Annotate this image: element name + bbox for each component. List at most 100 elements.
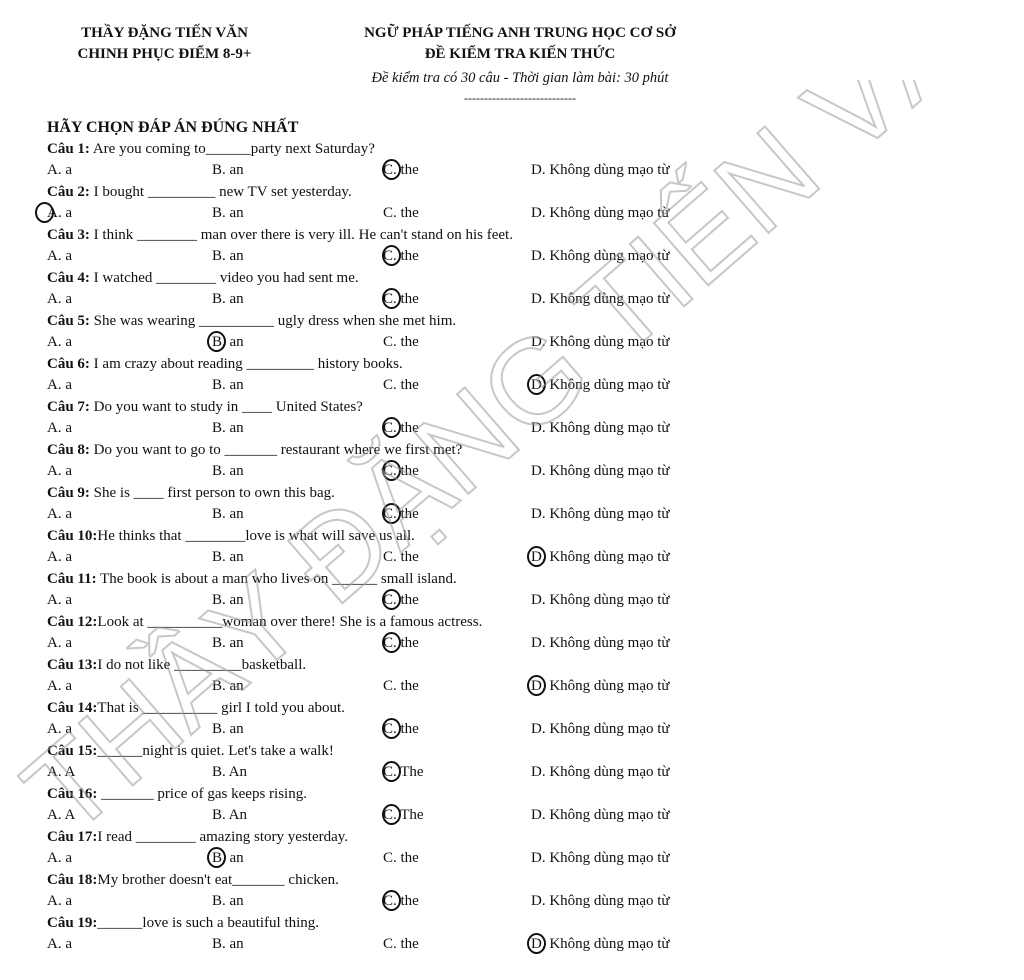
document-subtitle: ĐỀ KIỂM TRA KIẾN THỨC xyxy=(424,46,616,62)
option-d: D. Không dùng mạo từ xyxy=(531,936,670,952)
option-b: B. an xyxy=(212,420,244,436)
question-1: Câu 1: Are you coming to______party next… xyxy=(47,140,375,158)
option-c: C. the xyxy=(383,248,419,264)
option-c: C. The xyxy=(383,807,424,823)
option-c: C. the xyxy=(383,549,419,565)
option-a: A. a xyxy=(47,678,72,694)
question-number: Câu 16: xyxy=(47,786,98,802)
question-number: Câu 7: xyxy=(47,399,90,415)
author-slogan: CHINH PHỤC ĐIỂM 8-9+ xyxy=(77,46,252,62)
option-a: A. a xyxy=(47,721,72,737)
question-3: Câu 3: I think ________ man over there i… xyxy=(47,226,513,244)
question-9: Câu 9: She is ____ first person to own t… xyxy=(47,484,335,502)
question-number: Câu 10: xyxy=(47,528,98,544)
option-d: D. Không dùng mạo từ xyxy=(531,463,670,479)
option-a: A. A xyxy=(47,807,76,823)
option-c: C. the xyxy=(383,635,419,651)
option-a: A. A xyxy=(47,764,76,780)
option-b: B. An xyxy=(212,807,248,823)
question-number: Câu 17: xyxy=(47,829,98,845)
option-d: D. Không dùng mạo từ xyxy=(531,893,670,909)
option-c: C. the xyxy=(383,936,419,952)
question-19: Câu 19:______love is such a beautiful th… xyxy=(47,914,319,932)
question-text: Do you want to go to _______ restaurant … xyxy=(89,442,463,458)
option-d: D. Không dùng mạo từ xyxy=(531,807,670,823)
question-11: Câu 11: The book is about a man who live… xyxy=(47,570,457,588)
option-b: B. An xyxy=(212,764,248,780)
author-name: THẦY ĐẶNG TIẾN VĂN xyxy=(81,25,248,41)
option-d: D. Không dùng mạo từ xyxy=(531,420,670,436)
option-d: D. Không dùng mạo từ xyxy=(531,678,670,694)
option-d: D. Không dùng mạo từ xyxy=(531,377,670,393)
question-number: Câu 11: xyxy=(47,571,97,587)
option-a: A. a xyxy=(47,592,72,608)
question-16: Câu 16: _______ price of gas keeps risin… xyxy=(47,785,307,803)
option-b: B. an xyxy=(212,162,244,178)
option-c: C. the xyxy=(383,334,419,350)
option-d: D. Không dùng mạo từ xyxy=(531,850,670,866)
option-d: D. Không dùng mạo từ xyxy=(531,764,670,780)
question-text: ______night is quiet. Let's take a walk! xyxy=(97,743,334,759)
option-b: B. an xyxy=(212,592,244,608)
question-text: Are you coming to______party next Saturd… xyxy=(89,141,375,157)
option-b: B. an xyxy=(212,291,244,307)
question-13: Câu 13:I do not like _________basketball… xyxy=(47,656,306,674)
question-8: Câu 8: Do you want to go to _______ rest… xyxy=(47,441,462,459)
question-number: Câu 6: xyxy=(47,356,90,372)
option-a: A. a xyxy=(47,248,72,264)
option-a: A. a xyxy=(47,420,72,436)
question-text: My brother doesn't eat_______ chicken. xyxy=(97,872,339,888)
question-text: I am crazy about reading _________ histo… xyxy=(89,356,403,372)
option-b: B. an xyxy=(212,463,244,479)
question-text: I watched ________ video you had sent me… xyxy=(89,270,359,286)
option-d: D. Không dùng mạo từ xyxy=(531,248,670,264)
question-number: Câu 15: xyxy=(47,743,98,759)
option-b: B. an xyxy=(212,893,244,909)
question-text: I read ________ amazing story yesterday. xyxy=(97,829,349,845)
option-d: D. Không dùng mạo từ xyxy=(531,721,670,737)
option-d: D. Không dùng mạo từ xyxy=(531,162,670,178)
option-d: D. Không dùng mạo từ xyxy=(531,334,670,350)
question-5: Câu 5: She was wearing __________ ugly d… xyxy=(47,312,456,330)
option-c: C. the xyxy=(383,420,419,436)
option-d: D. Không dùng mạo từ xyxy=(531,506,670,522)
option-a: A. a xyxy=(47,850,72,866)
question-2: Câu 2: I bought _________ new TV set yes… xyxy=(47,183,352,201)
question-number: Câu 13: xyxy=(47,657,98,673)
option-d: D. Không dùng mạo từ xyxy=(531,635,670,651)
question-17: Câu 17:I read ________ amazing story yes… xyxy=(47,828,348,846)
question-10: Câu 10:He thinks that ________love is wh… xyxy=(47,527,415,545)
option-b: B. an xyxy=(212,377,244,393)
option-c: C. the xyxy=(383,205,419,221)
question-text: He thinks that ________love is what will… xyxy=(97,528,415,544)
question-number: Câu 3: xyxy=(47,227,90,243)
option-d: D. Không dùng mạo từ xyxy=(531,549,670,565)
question-number: Câu 8: xyxy=(47,442,90,458)
question-text: I think ________ man over there is very … xyxy=(89,227,513,243)
option-b: B. an xyxy=(212,506,244,522)
question-text: She was wearing __________ ugly dress wh… xyxy=(89,313,457,329)
question-number: Câu 1: xyxy=(47,141,90,157)
option-d: D. Không dùng mạo từ xyxy=(531,205,670,221)
option-c: C. the xyxy=(383,592,419,608)
option-d: D. Không dùng mạo từ xyxy=(531,592,670,608)
question-18: Câu 18:My brother doesn't eat_______ chi… xyxy=(47,871,339,889)
question-number: Câu 5: xyxy=(47,313,90,329)
option-c: C. the xyxy=(383,850,419,866)
option-c: C. the xyxy=(383,377,419,393)
question-number: Câu 19: xyxy=(47,915,98,931)
question-text: Do you want to study in ____ United Stat… xyxy=(89,399,363,415)
question-7: Câu 7: Do you want to study in ____ Unit… xyxy=(47,398,363,416)
option-a: A. a xyxy=(47,291,72,307)
option-b: B. an xyxy=(212,678,244,694)
question-text: The book is about a man who lives on ___… xyxy=(96,571,457,587)
question-14: Câu 14:That is __________ girl I told yo… xyxy=(47,699,345,717)
option-c: C. the xyxy=(383,506,419,522)
option-a: A. a xyxy=(47,936,72,952)
option-a: A. a xyxy=(47,334,72,350)
option-a: A. a xyxy=(47,635,72,651)
question-text: I bought _________ new TV set yesterday. xyxy=(89,184,352,200)
section-title: HÃY CHỌN ĐÁP ÁN ĐÚNG NHẤT xyxy=(47,119,299,136)
header-divider: ---------------------------- xyxy=(464,91,576,105)
option-c: C. the xyxy=(383,291,419,307)
